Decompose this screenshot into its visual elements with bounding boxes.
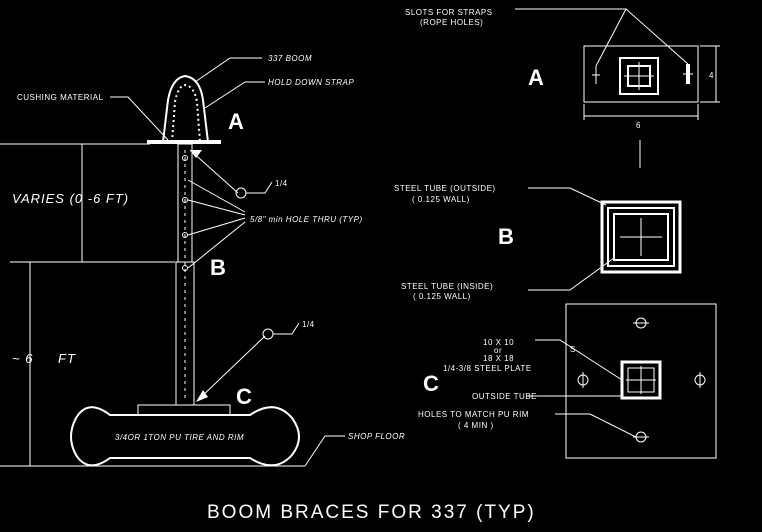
- weld-size-label: 1/4: [275, 179, 288, 188]
- slots-label: SLOTS FOR STRAPS: [405, 8, 493, 17]
- weld-leader-lower: [197, 335, 266, 401]
- detail-a-marker: A: [528, 65, 544, 90]
- strap-label: HOLD DOWN STRAP: [268, 78, 354, 87]
- marker-b: B: [210, 255, 226, 280]
- six-ft-label: ~ 6: [12, 351, 33, 366]
- strap-leader: [204, 81, 265, 109]
- tire-label: 3/4OR 1TON PU TIRE AND RIM: [115, 433, 244, 442]
- plate-or-label: or: [494, 346, 502, 355]
- varies-label: VARIES (0 -6 FT): [12, 191, 129, 206]
- steel-plate: [565, 303, 717, 459]
- outer-tube-section: [600, 200, 682, 274]
- boom-label: 337 BOOM: [268, 54, 312, 63]
- detail-a: [515, 8, 720, 168]
- shop-floor-label: SHOP FLOOR: [348, 432, 405, 441]
- cushing-label: CUSHING MATERIAL: [17, 93, 104, 102]
- boom-outline: [162, 74, 209, 143]
- inside-wall-label: ( 0.125 WALL): [413, 292, 471, 301]
- height-dim-label: 4: [709, 71, 714, 80]
- plate-leader: [535, 339, 623, 381]
- detail-b-marker: B: [498, 224, 514, 249]
- hold-down-strap: [171, 83, 201, 143]
- holes-label: HOLES TO MATCH PU RIM: [418, 410, 529, 419]
- elevation-view: [0, 57, 345, 467]
- weld-leader: [189, 149, 239, 194]
- plate-size-label-2: 18 X 18: [483, 354, 514, 363]
- plate-size-label-1: 10 X 10: [483, 338, 514, 347]
- weld-s-label: S: [570, 345, 576, 354]
- boom-leader: [194, 57, 262, 83]
- inner-tube-section: [613, 213, 669, 261]
- outside-tube-label-c: OUTSIDE TUBE: [472, 392, 537, 401]
- marker-a: A: [228, 109, 244, 134]
- marker-c: C: [236, 384, 252, 409]
- detail-c-marker: C: [423, 371, 439, 396]
- detail-b: [528, 187, 682, 291]
- floor-leader: [304, 435, 345, 467]
- hole-label: 5/8" min HOLE THRU (TYP): [250, 215, 363, 224]
- holes-min-label: ( 4 MIN ): [458, 421, 494, 430]
- outside-tube-leader: [528, 187, 607, 206]
- plate-a: [583, 45, 699, 103]
- ft-label: FT: [58, 351, 76, 366]
- tire-outline: [70, 406, 300, 467]
- top-plate: [147, 140, 221, 144]
- outside-tube-label: STEEL TUBE (OUTSIDE): [394, 184, 496, 193]
- hole: [182, 197, 188, 203]
- base-plate: [137, 404, 231, 416]
- tube-outer: [619, 57, 659, 95]
- detail-c: [527, 303, 717, 459]
- weld-symbol: [273, 322, 300, 335]
- outside-wall-label: ( 0.125 WALL): [412, 195, 470, 204]
- cushing-leader: [110, 96, 169, 141]
- weld-size-label-lower: 1/4: [302, 320, 315, 329]
- arrow-head: [190, 150, 202, 158]
- width-dim-label: 6: [636, 121, 641, 130]
- holes-leader: [555, 413, 637, 438]
- arrow-head: [196, 390, 208, 402]
- rope-holes-label: (ROPE HOLES): [420, 18, 483, 27]
- hole: [182, 155, 188, 161]
- weld-symbol: [246, 181, 273, 194]
- hole: [182, 265, 188, 271]
- drawing-title: BOOM BRACES FOR 337 (TYP): [207, 502, 536, 523]
- hole: [182, 232, 188, 238]
- inside-tube-label: STEEL TUBE (INSIDE): [401, 282, 493, 291]
- slots-leader: [515, 8, 627, 67]
- inside-tube-leader: [528, 257, 615, 291]
- plate-thickness-label: 1/4-3/8 STEEL PLATE: [443, 364, 532, 373]
